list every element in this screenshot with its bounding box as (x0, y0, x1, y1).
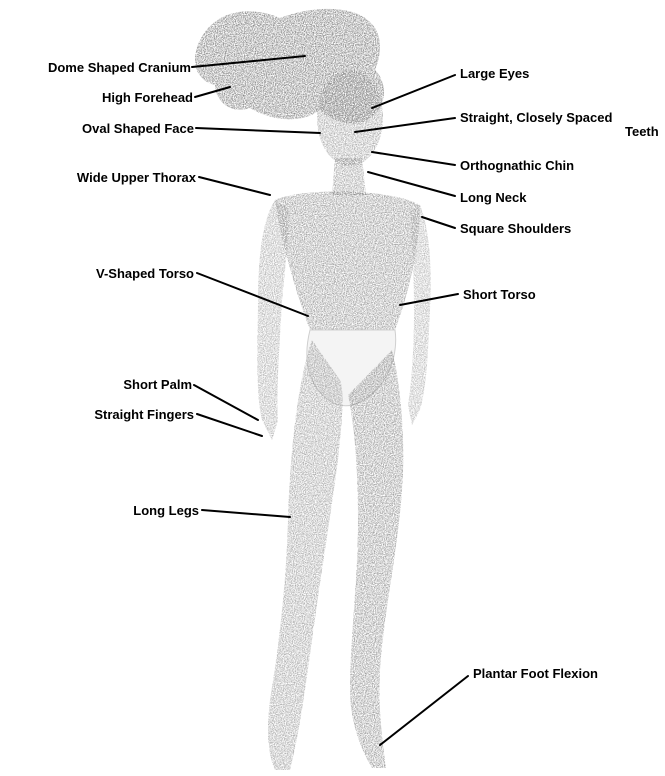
leader-oval-shaped-face (196, 128, 320, 133)
leader-plantar-foot-flexion (380, 676, 468, 745)
leader-v-shaped-torso (197, 273, 308, 316)
left-leg-shape (268, 340, 343, 770)
leader-orthognathic-chin (372, 152, 455, 165)
left-arm-shape (257, 200, 288, 440)
label-long-legs: Long Legs (133, 503, 199, 518)
leader-short-palm (194, 385, 258, 420)
label-wide-upper-thorax: Wide Upper Thorax (77, 170, 196, 185)
torso-shape (275, 192, 420, 330)
right-leg-shape (348, 350, 403, 768)
leader-long-legs (202, 510, 290, 517)
label-straight-teeth-line1: Straight, Closely Spaced (460, 110, 612, 125)
label-high-forehead: High Forehead (102, 90, 193, 105)
label-long-neck: Long Neck (460, 190, 526, 205)
label-v-shaped-torso: V-Shaped Torso (96, 266, 194, 281)
neck-shape (332, 158, 366, 195)
leader-long-neck (368, 172, 455, 196)
label-orthognathic-chin: Orthognathic Chin (460, 158, 574, 173)
label-straight-teeth-line2: Teeth (625, 124, 659, 139)
label-straight-fingers: Straight Fingers (94, 407, 194, 422)
label-plantar-foot-flexion: Plantar Foot Flexion (473, 666, 598, 681)
label-short-palm: Short Palm (123, 377, 192, 392)
label-oval-shaped-face: Oval Shaped Face (82, 121, 194, 136)
label-large-eyes: Large Eyes (460, 66, 529, 81)
label-dome-shaped-cranium: Dome Shaped Cranium (48, 60, 191, 75)
leader-wide-upper-thorax (199, 177, 270, 195)
label-square-shoulders: Square Shoulders (460, 221, 571, 236)
label-short-torso: Short Torso (463, 287, 536, 302)
leader-large-eyes (372, 75, 455, 108)
leader-square-shoulders (422, 217, 455, 228)
